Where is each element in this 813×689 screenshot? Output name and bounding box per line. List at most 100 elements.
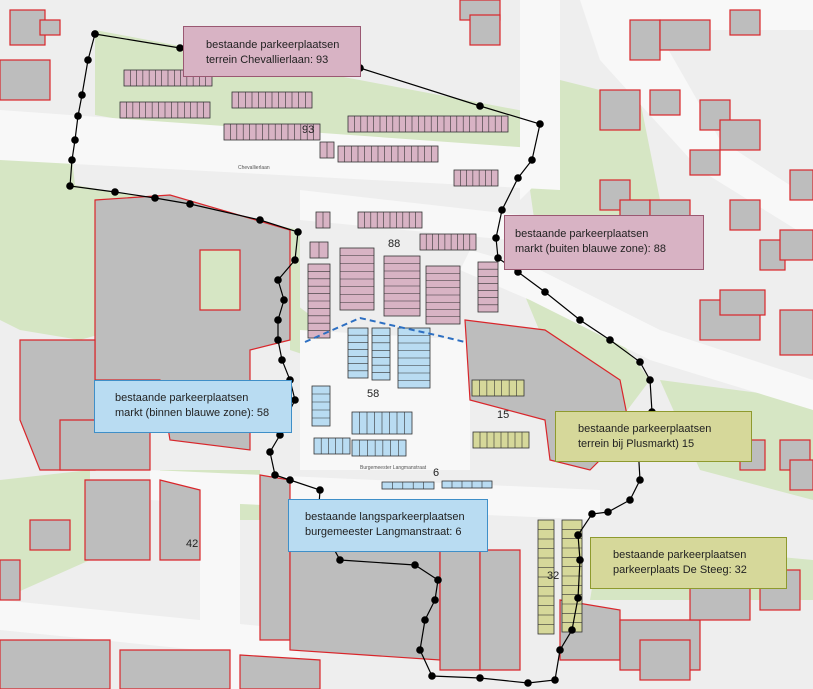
stall-row-chevallierlaan [319, 141, 335, 159]
boundary-marker [291, 256, 299, 264]
street-label-langmanstraat: Burgemeester Langmanstraat [360, 465, 427, 471]
boundary-marker [636, 476, 644, 484]
stall-row-markt-buiten [339, 247, 375, 311]
boundary-marker [421, 616, 429, 624]
count-label-chevallierlaan: 93 [302, 124, 315, 136]
boundary-marker [176, 44, 184, 52]
boundary-marker [66, 182, 74, 190]
boundary-marker [274, 336, 282, 344]
boundary-marker [84, 56, 92, 64]
stall-row-markt-binnen [371, 327, 391, 381]
boundary-marker [416, 646, 424, 654]
stall-row-de-steeg [537, 519, 555, 635]
stall-row-markt-binnen [313, 437, 351, 455]
boundary-marker [541, 288, 549, 296]
boundary-marker [626, 496, 634, 504]
stall-row-markt-binnen [351, 439, 407, 457]
lot-number-42: 42 [186, 538, 199, 550]
boundary-marker [274, 276, 282, 284]
boundary-marker [524, 679, 532, 687]
boundary-marker [556, 646, 564, 654]
boundary-marker [551, 676, 559, 684]
callout-line: markt (binnen blauwe zone): 58 [115, 407, 270, 419]
stall-row-markt-binnen [347, 327, 369, 379]
count-label-langmanstraat: 6 [433, 467, 440, 479]
boundary-marker [492, 234, 500, 242]
boundary-marker [316, 486, 324, 494]
callout-line: terrein Chevallierlaan: 93 [206, 54, 329, 66]
boundary-marker [604, 508, 612, 516]
boundary-marker [276, 431, 284, 439]
boundary-marker [646, 376, 654, 384]
boundary-marker [568, 626, 576, 634]
stall-row-markt-buiten [425, 265, 461, 325]
boundary-marker [78, 91, 86, 99]
callout-chevallierlaan: bestaande parkeerplaatsen terrein Cheval… [183, 26, 361, 77]
boundary-marker [574, 594, 582, 602]
boundary-markers [66, 30, 656, 687]
boundary-marker [588, 510, 596, 518]
callout-line: bestaande parkeerplaatsen [206, 39, 340, 51]
callout-de-steeg: bestaande parkeerplaatsen parkeerplaats … [590, 537, 787, 589]
boundary-marker [576, 556, 584, 564]
stall-row-chevallierlaan [453, 169, 499, 187]
callout-line: bestaande parkeerplaatsen [613, 549, 747, 561]
boundary-marker [271, 471, 279, 479]
boundary-marker [186, 200, 194, 208]
boundary-marker [151, 194, 159, 202]
boundary-marker [280, 296, 288, 304]
boundary-marker [498, 206, 506, 214]
callout-line: markt (buiten blauwe zone): 88 [515, 243, 667, 255]
stall-row-markt-buiten [419, 233, 477, 251]
stall-row-markt-buiten [315, 211, 331, 229]
boundary-marker [274, 316, 282, 324]
blue-zone-boundary [304, 316, 466, 343]
stall-row-markt-binnen [351, 411, 413, 435]
stall-row-plusmarkt [472, 431, 530, 449]
boundary-marker [286, 476, 294, 484]
count-label-plusmarkt: 15 [497, 409, 510, 421]
boundary-marker [536, 120, 544, 128]
callout-line: bestaande parkeerplaatsen [515, 228, 649, 240]
boundary-marker [74, 112, 82, 120]
boundary-marker [68, 156, 76, 164]
callout-markt-binnen: bestaande parkeerplaatsen markt (binnen … [94, 380, 292, 433]
boundary-marker [574, 531, 582, 539]
boundary-marker [514, 174, 522, 182]
callout-langmanstraat: bestaande langsparkeerplaatsen burgemees… [288, 499, 488, 552]
boundary-marker [256, 216, 264, 224]
stall-row-markt-buiten [477, 261, 499, 313]
street-label-chevallierlaan: Chevallierlaan [238, 165, 270, 171]
boundary-marker [111, 188, 119, 196]
callout-line: bestaande langsparkeerplaatsen [305, 511, 465, 523]
boundary-marker [411, 561, 419, 569]
stall-row-markt-binnen [311, 385, 331, 427]
stall-row-markt-buiten [357, 211, 423, 229]
stall-row-markt-buiten [307, 263, 331, 339]
callout-line: burgemeester Langmanstraat: 6 [305, 526, 462, 538]
boundary-marker [278, 356, 286, 364]
stall-row-markt-buiten [383, 255, 421, 317]
stall-row-langmanstraat [381, 481, 435, 490]
count-label-de-steeg: 32 [547, 570, 560, 582]
stall-row-markt-buiten [309, 241, 329, 259]
count-label-markt-buiten: 88 [388, 238, 401, 250]
callout-line: parkeerplaats De Steeg: 32 [613, 564, 747, 576]
stall-row-chevallierlaan [337, 145, 439, 163]
study-area-boundary [69, 33, 653, 684]
boundary-marker [294, 228, 302, 236]
stall-row-markt-binnen [397, 327, 431, 389]
count-label-markt-binnen: 58 [367, 388, 380, 400]
callout-markt-buiten: bestaande parkeerplaatsen markt (buiten … [504, 215, 704, 270]
boundary-marker [606, 336, 614, 344]
boundary-marker [336, 556, 344, 564]
boundary-marker [266, 448, 274, 456]
boundary-marker [431, 596, 439, 604]
callout-line: bestaande parkeerplaatsen [115, 392, 249, 404]
boundary-marker [91, 30, 99, 38]
boundary-marker [476, 102, 484, 110]
parking-stalls [119, 69, 583, 635]
